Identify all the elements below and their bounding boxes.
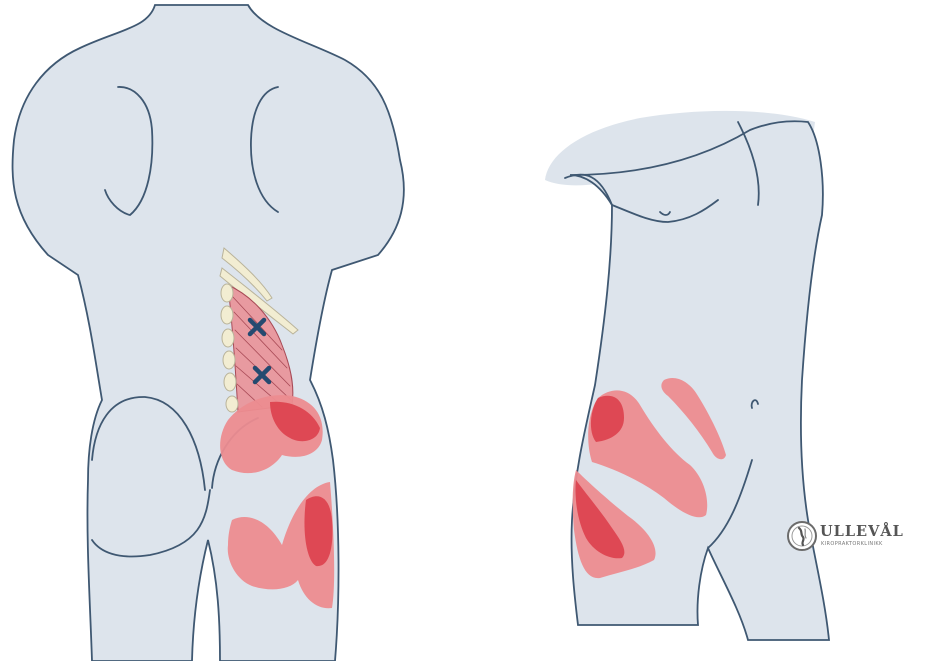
logo-title: ULLEVÅL [820, 523, 904, 540]
back-view-figure [13, 5, 404, 661]
clinic-logo: ULLEVÅL KIROPRAKTORKLINIKK [786, 520, 929, 556]
logo-subtitle: KIROPRAKTORKLINIKK [821, 541, 883, 547]
spine-emblem-icon [786, 520, 818, 552]
side-view-figure [545, 111, 829, 640]
back-torso-silhouette [13, 5, 404, 661]
